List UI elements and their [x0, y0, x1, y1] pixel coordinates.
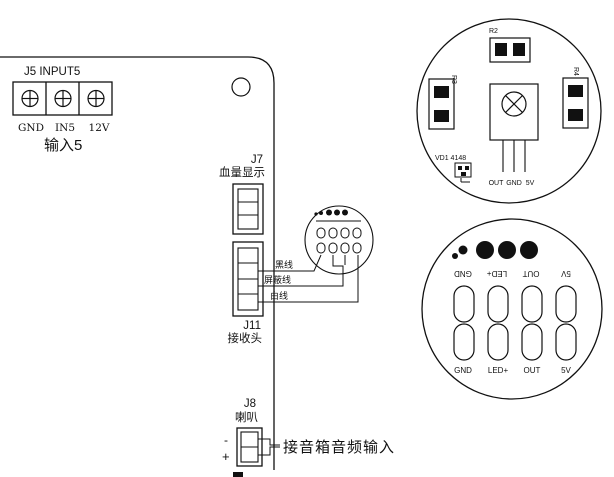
- j7-caption: 血量显示: [219, 165, 265, 179]
- j8-ref: J8: [244, 398, 256, 410]
- r2-label: R2: [489, 28, 498, 35]
- screw-terminal-2: [54, 89, 72, 108]
- sensor-pin-gnd: GND: [506, 180, 522, 187]
- j11-caption: 接收头: [228, 331, 263, 345]
- j8-caption: 喇叭: [235, 410, 258, 424]
- sensor-board-bottom: GND LED+ OUT 5V GND LED+ OUT 5V: [421, 218, 603, 400]
- j7-ref: J7: [251, 154, 263, 166]
- sensor-pin-5v: 5V: [526, 180, 535, 187]
- wire-label-white: 白线: [270, 290, 288, 301]
- j11-connector: J11 接收头: [228, 241, 264, 345]
- bottom-board-label-5v: 5V: [561, 366, 571, 375]
- r4-label: R4: [572, 67, 579, 76]
- mounting-hole: [231, 77, 251, 97]
- wire-label-black: 黑线: [275, 259, 293, 270]
- screw-terminal-3: [87, 89, 105, 108]
- bottom-board-label-out: OUT: [524, 366, 541, 375]
- sensor-board-top: R2 R3 R4 OUT GND 5V VD1 4148: [416, 18, 602, 204]
- wire-label-shield: 屏蔽线: [264, 274, 291, 285]
- j5-caption: 输入5: [44, 137, 82, 154]
- j5-pin-label-gnd: GND: [18, 122, 44, 134]
- speaker-note: 接音箱音频输入: [283, 439, 395, 456]
- bottom-board-label-led: LED+: [488, 366, 509, 375]
- j11-ref: J11: [243, 320, 261, 332]
- sensor-pin-out: OUT: [489, 180, 505, 187]
- bottom-board-top-label-led: LED+: [487, 269, 508, 278]
- j5-pin-label-12v: 12V: [89, 122, 110, 134]
- vd1-label: VD1 4148: [435, 155, 466, 162]
- j5-terminal: J5 INPUT5 GND IN5 12V 输入5: [12, 66, 113, 154]
- j5-pin-label-in5: IN5: [55, 122, 75, 134]
- j8-pin-mark-plus: +: [222, 449, 230, 464]
- bottom-board-top-label-out: OUT: [522, 269, 539, 278]
- screw-terminal-1: [21, 89, 39, 108]
- receiver-wires: 黑线 屏蔽线 白线: [258, 254, 359, 303]
- j8-connector: J8 喇叭 - + 接音箱音频输入: [222, 398, 395, 477]
- j8-pin-mark-minus: -: [224, 433, 228, 447]
- receiver-footprint: [304, 205, 374, 275]
- bottom-board-label-gnd: GND: [454, 366, 472, 375]
- pcb-outline: [0, 56, 275, 470]
- bottom-board-top-label-gnd: GND: [454, 269, 472, 278]
- j5-title: J5 INPUT5: [24, 66, 80, 78]
- bottom-board-top-label-5v: 5V: [560, 269, 570, 278]
- j7-connector: J7 血量显示: [219, 154, 265, 235]
